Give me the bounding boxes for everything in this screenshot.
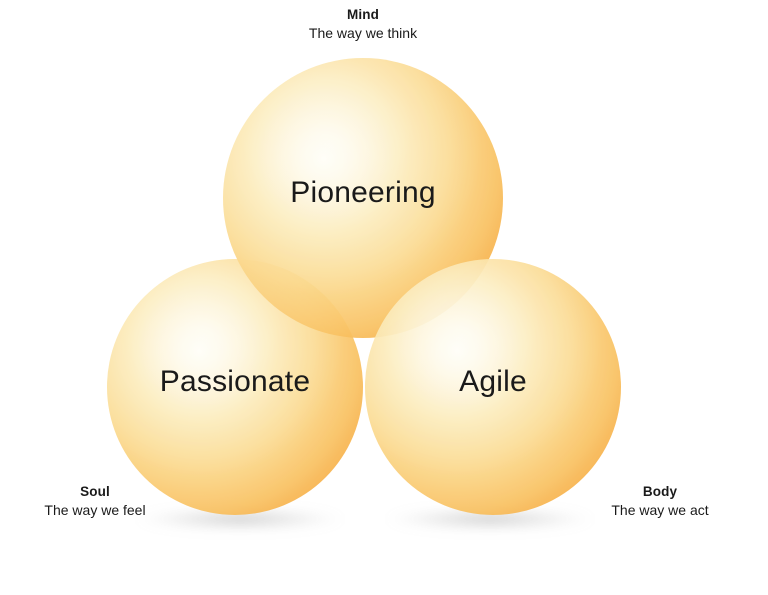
sphere-label-agile: Agile bbox=[459, 365, 527, 398]
corner-label-soul-title: Soul bbox=[80, 484, 110, 499]
sphere-label-pioneering: Pioneering bbox=[290, 176, 436, 209]
shadow-left bbox=[136, 506, 344, 532]
corner-label-soul: Soul The way we feel bbox=[5, 483, 185, 519]
corner-label-mind-title: Mind bbox=[347, 7, 379, 22]
sphere-label-passionate: Passionate bbox=[159, 365, 311, 398]
sphere-passionate-gloss bbox=[107, 259, 363, 515]
corner-label-body-subtitle: The way we act bbox=[611, 501, 709, 518]
sphere-pioneering[interactable] bbox=[223, 58, 503, 338]
sphere-agile[interactable] bbox=[365, 259, 621, 515]
corner-label-mind: Mind The way we think bbox=[263, 6, 463, 42]
sphere-passionate[interactable] bbox=[107, 259, 363, 515]
sphere-shadows bbox=[136, 506, 594, 532]
sphere-pioneering-gloss bbox=[223, 58, 503, 338]
corner-label-mind-subtitle: The way we think bbox=[308, 24, 418, 41]
sphere-agile-gloss bbox=[365, 259, 621, 515]
shadow-right bbox=[386, 506, 594, 532]
corner-label-body: Body The way we act bbox=[560, 483, 760, 519]
corner-label-body-title: Body bbox=[642, 484, 678, 499]
corner-label-soul-subtitle: The way we feel bbox=[44, 501, 146, 518]
